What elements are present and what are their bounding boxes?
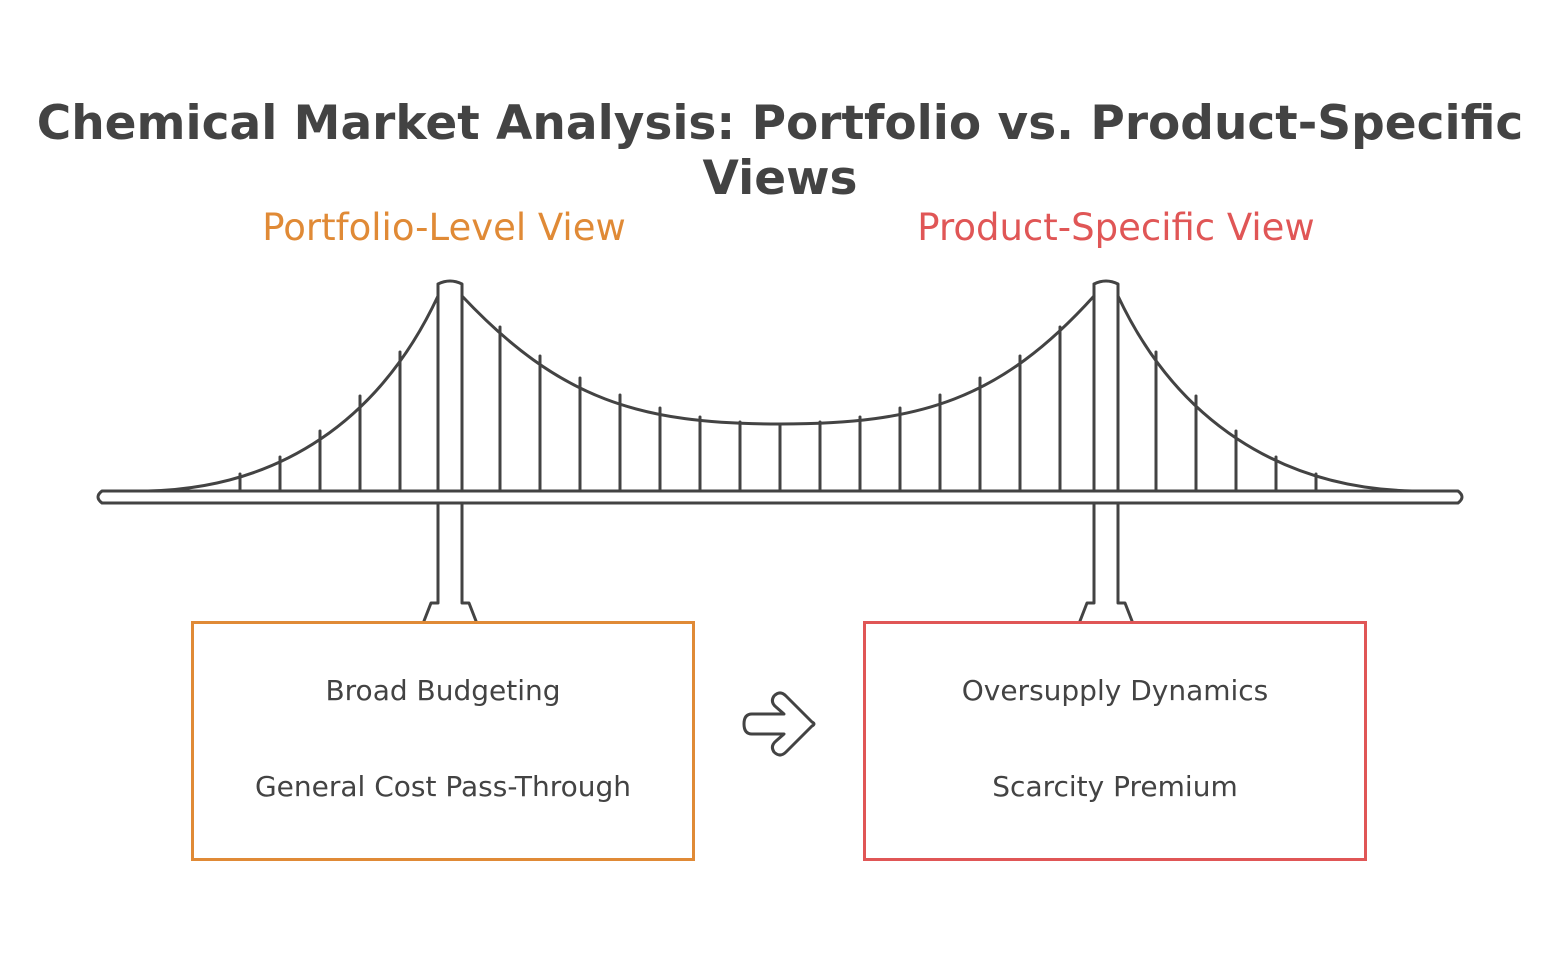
left-outer-cable <box>146 294 440 493</box>
main-cable <box>460 294 1096 426</box>
list-item: Oversupply Dynamics <box>961 674 1269 707</box>
right-outer-cable <box>1116 294 1414 493</box>
portfolio-level-heading: Portfolio-Level View <box>262 206 626 249</box>
product-specific-heading: Product-Specific View <box>917 206 1315 249</box>
left-tower <box>422 279 478 623</box>
right-arrow-icon <box>742 691 816 757</box>
list-item: General Cost Pass-Through <box>254 770 632 803</box>
diagram-title: Chemical Market Analysis: Portfolio vs. … <box>36 96 1524 206</box>
middle-hangers <box>498 325 1062 493</box>
right-hangers <box>1154 350 1318 493</box>
list-item: Scarcity Premium <box>992 770 1238 803</box>
portfolio-level-box: Broad Budgeting General Cost Pass-Throug… <box>191 621 695 861</box>
list-item: Broad Budgeting <box>325 674 561 707</box>
bridge-deck <box>96 489 1464 505</box>
right-tower <box>1078 279 1134 623</box>
product-specific-box: Oversupply Dynamics Scarcity Premium <box>863 621 1367 861</box>
left-hangers <box>238 350 402 493</box>
